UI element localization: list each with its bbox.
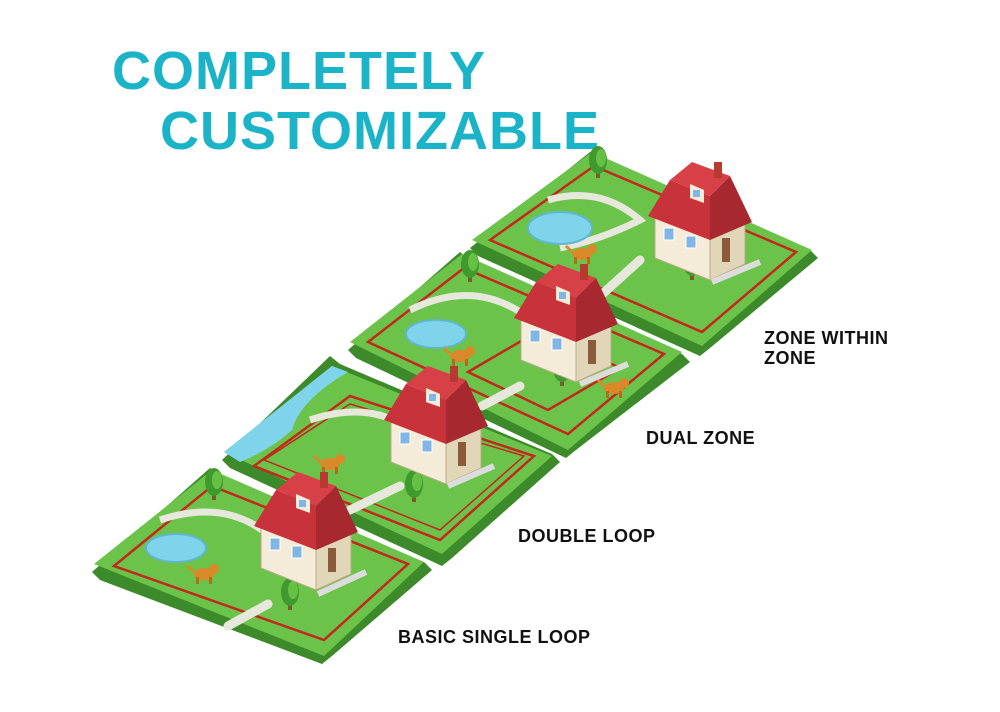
label-zone-within-zone-line-2: ZONE — [764, 348, 817, 368]
panel-zone-within-zone — [470, 146, 818, 356]
headline-line-1: COMPLETELY — [112, 41, 487, 101]
label-dual-zone: DUAL ZONE — [646, 428, 756, 448]
label-zone-within-zone-line-1: ZONE WITHIN — [764, 328, 889, 348]
label-basic-single-loop: BASIC SINGLE LOOP — [398, 627, 591, 647]
pond-icon — [527, 211, 593, 245]
panel-basic-single-loop — [92, 468, 432, 664]
headline-line-2: CUSTOMIZABLE — [160, 101, 600, 161]
fence-icon — [710, 259, 762, 285]
label-double-loop: DOUBLE LOOP — [518, 526, 656, 546]
panel-double-loop — [222, 356, 560, 566]
panel-dual-zone — [348, 250, 690, 458]
label-zone-within-zone: ZONE WITHIN ZONE — [764, 328, 889, 368]
